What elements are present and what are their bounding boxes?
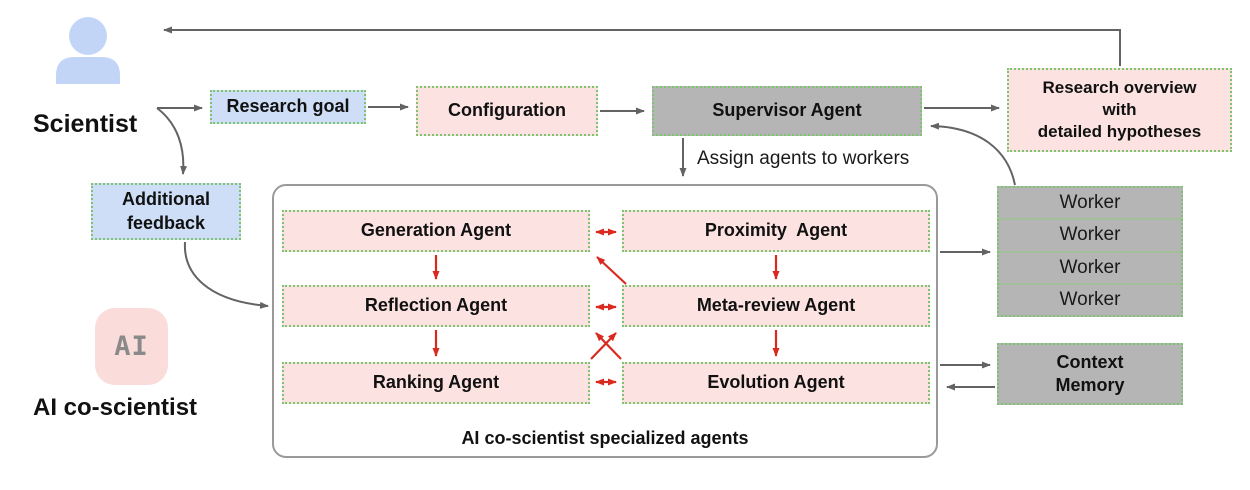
ranking-agent-box: Ranking Agent (282, 362, 590, 404)
ai-badge-icon: AI (95, 308, 168, 385)
configuration-box: Configuration (416, 86, 598, 136)
reflection-agent-box: Reflection Agent (282, 285, 590, 327)
ai-badge-text: AI (114, 331, 149, 362)
worker-row: Worker (999, 218, 1181, 250)
additional-feedback-box: Additional feedback (91, 183, 241, 240)
arrow-scientist-to-additional-feedback (156, 107, 188, 175)
assign-agents-label: Assign agents to workers (697, 148, 910, 169)
worker-stack: Worker Worker Worker Worker (997, 186, 1183, 317)
worker-row: Worker (999, 282, 1181, 315)
generation-agent-box: Generation Agent (282, 210, 590, 252)
supervisor-agent-box: Supervisor Agent (652, 86, 922, 136)
research-goal-box: Research goal (210, 90, 366, 124)
arrow-worker-to-supervisor (930, 122, 1016, 186)
ai-co-scientist-label: AI co-scientist (33, 394, 198, 421)
research-overview-box: Research overview with detailed hypothes… (1007, 68, 1232, 152)
person-icon (56, 17, 120, 84)
meta-review-agent-box: Meta-review Agent (622, 285, 930, 327)
arrow-overview-to-scientist (163, 26, 1121, 66)
context-memory-box: Context Memory (997, 343, 1183, 405)
specialized-agents-caption: AI co-scientist specialized agents (461, 428, 749, 448)
worker-row: Worker (1059, 192, 1121, 214)
scientist-label: Scientist (33, 110, 138, 138)
worker-row: Worker (999, 250, 1181, 283)
evolution-agent-box: Evolution Agent (622, 362, 930, 404)
arrow-additional-feedback-to-agents (183, 241, 269, 309)
proximity-agent-box: Proximity Agent (622, 210, 930, 252)
